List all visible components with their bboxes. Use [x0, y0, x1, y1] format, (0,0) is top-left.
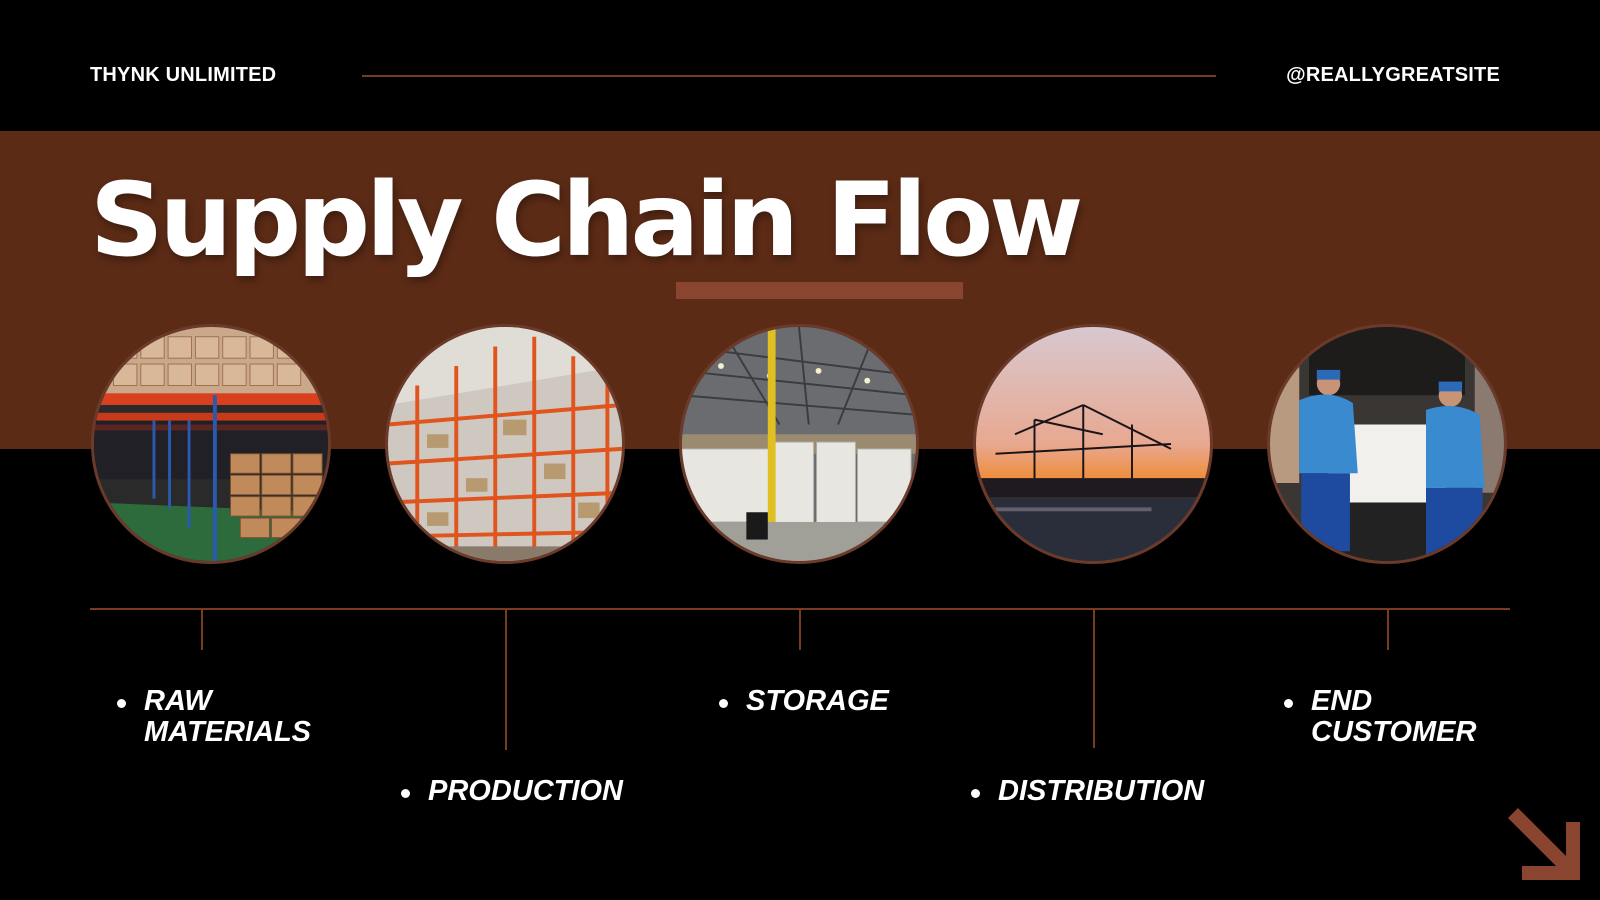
photo-end-customer — [1267, 324, 1507, 564]
header-handle: @REALLYGREATSITE — [1286, 64, 1500, 86]
bullet-dot — [971, 789, 980, 798]
timeline-tick-distribution — [1093, 610, 1095, 748]
stage-label-line: DISTRIBUTION — [998, 775, 1205, 807]
bullet-dot — [117, 699, 126, 708]
stage-label-line: PRODUCTION — [428, 775, 623, 807]
stage-label-raw-materials: RAW MATERIALS — [117, 685, 312, 748]
stage-label-storage: STORAGE — [719, 685, 889, 717]
header-divider — [362, 75, 1216, 77]
bullet-dot — [719, 699, 728, 708]
stage-label-line: STORAGE — [746, 685, 889, 717]
title-underline — [676, 282, 963, 299]
arrow-down-right-icon — [1508, 808, 1580, 880]
stage-label-production: PRODUCTION — [401, 775, 623, 807]
photo-distribution — [973, 324, 1213, 564]
timeline-tick-raw-materials — [201, 610, 203, 650]
header-brand: THYNK UNLIMITED — [90, 64, 277, 86]
bullet-dot — [401, 789, 410, 798]
timeline-tick-storage — [799, 610, 801, 650]
page-title: Supply Chain Flow — [90, 161, 1083, 280]
stage-label-line: RAW — [144, 685, 212, 717]
stage-label-line: MATERIALS — [144, 716, 312, 748]
photo-storage — [679, 324, 919, 564]
stage-label-distribution: DISTRIBUTION — [971, 775, 1205, 807]
timeline-line — [90, 608, 1510, 610]
timeline-tick-production — [505, 610, 507, 750]
stage-label-line: CUSTOMER — [1311, 716, 1477, 748]
timeline-tick-end-customer — [1387, 610, 1389, 650]
bullet-dot — [1284, 699, 1293, 708]
photo-raw-materials — [91, 324, 331, 564]
stage-label-end-customer: END CUSTOMER — [1284, 685, 1477, 748]
photo-production — [385, 324, 625, 564]
stage-label-line: END — [1311, 685, 1373, 717]
